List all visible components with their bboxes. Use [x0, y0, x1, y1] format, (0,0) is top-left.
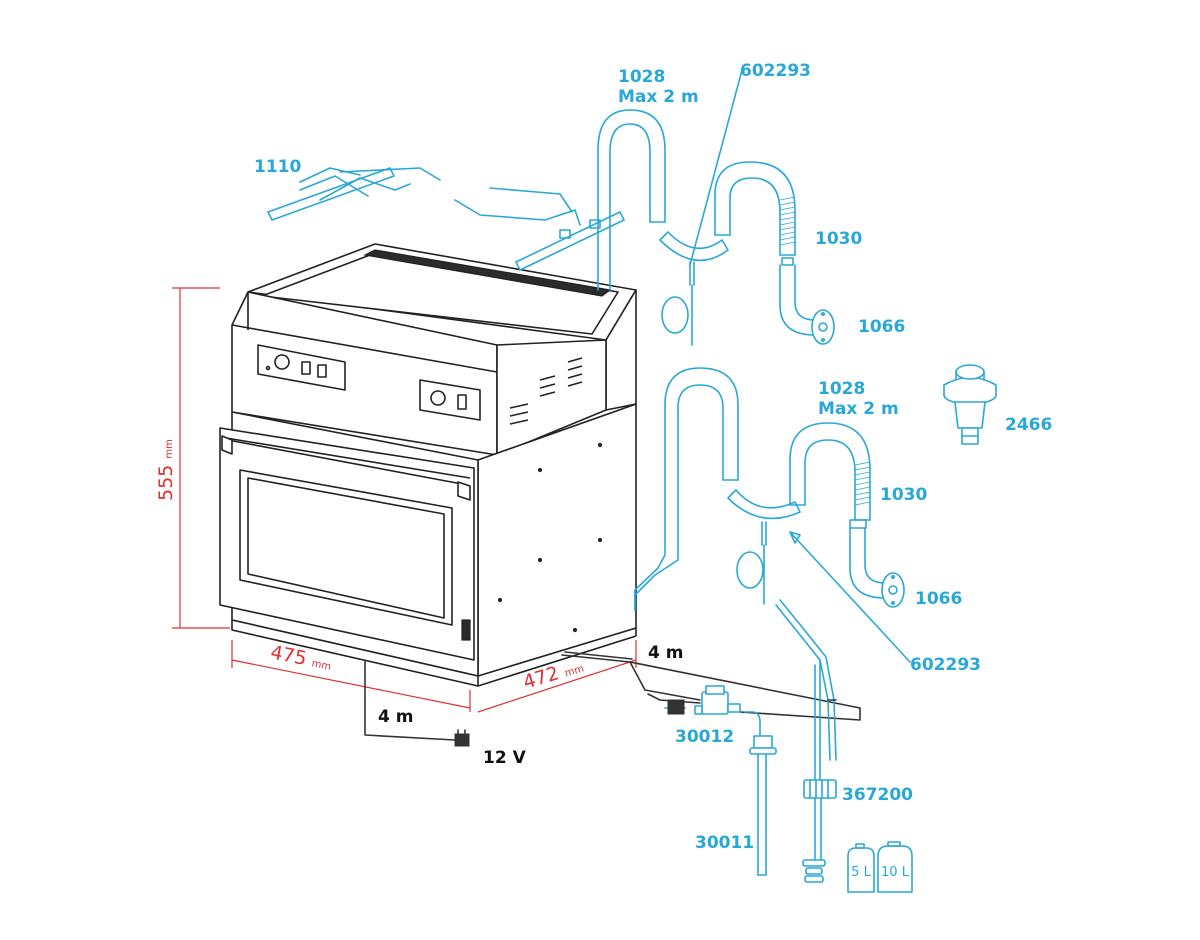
flange-1066-mid — [849, 519, 905, 608]
label-1028-mid: 1028 — [818, 379, 865, 399]
height-value: 555 — [155, 465, 177, 501]
valve-30012 — [664, 685, 761, 736]
pipe-1030-mid — [789, 422, 871, 521]
power-voltage: 12 V — [483, 748, 527, 768]
label-1030-top: 1030 — [815, 229, 862, 249]
label-30011: 30011 — [695, 833, 754, 853]
container-10l-label: 10 L — [881, 865, 910, 880]
label-602293-top: 602293 — [740, 61, 811, 81]
power-cable-length: 4 m — [378, 707, 413, 727]
bracket-1110-right — [454, 187, 625, 271]
width-unit: mm — [311, 658, 332, 673]
label-1110: 1110 — [254, 157, 301, 177]
flange-1066-top — [779, 257, 835, 345]
bracket-1110-left — [267, 167, 441, 221]
dimension-height: 555 mm — [155, 287, 230, 629]
hose-length: 4 m — [648, 643, 683, 663]
tube-30011 — [749, 735, 777, 876]
container-5l: 5 L — [847, 843, 875, 893]
vent-slots — [509, 357, 583, 425]
part-2466 — [943, 364, 997, 445]
elbow-602293-bottom — [727, 489, 911, 663]
depth-unit: mm — [564, 663, 586, 679]
label-30012: 30012 — [675, 727, 734, 747]
pipe-1028-top — [597, 109, 666, 291]
container-10l: 10 L — [877, 841, 913, 893]
pipe-1028-mid — [634, 367, 739, 611]
label-1030-mid: 1030 — [880, 485, 927, 505]
svg-text:555 mm: 555 mm — [155, 439, 177, 501]
label-1066-top: 1066 — [858, 317, 905, 337]
elbow-602293-top — [659, 69, 743, 346]
cap-367200 — [775, 599, 837, 883]
label-2466: 2466 — [1005, 415, 1052, 435]
label-1028-mid-sub: Max 2 m — [818, 399, 899, 419]
label-1028-top-sub: Max 2 m — [618, 87, 699, 107]
container-5l-label: 5 L — [851, 865, 871, 880]
label-1028-top: 1028 — [618, 67, 665, 87]
pipe-1030-top — [714, 161, 796, 256]
oven — [219, 243, 637, 687]
label-367200: 367200 — [842, 785, 913, 805]
height-unit: mm — [164, 439, 175, 458]
label-602293-bottom: 602293 — [910, 655, 981, 675]
power-cable — [364, 659, 470, 747]
label-1066-mid: 1066 — [915, 589, 962, 609]
depth-value: 472 — [520, 662, 561, 694]
